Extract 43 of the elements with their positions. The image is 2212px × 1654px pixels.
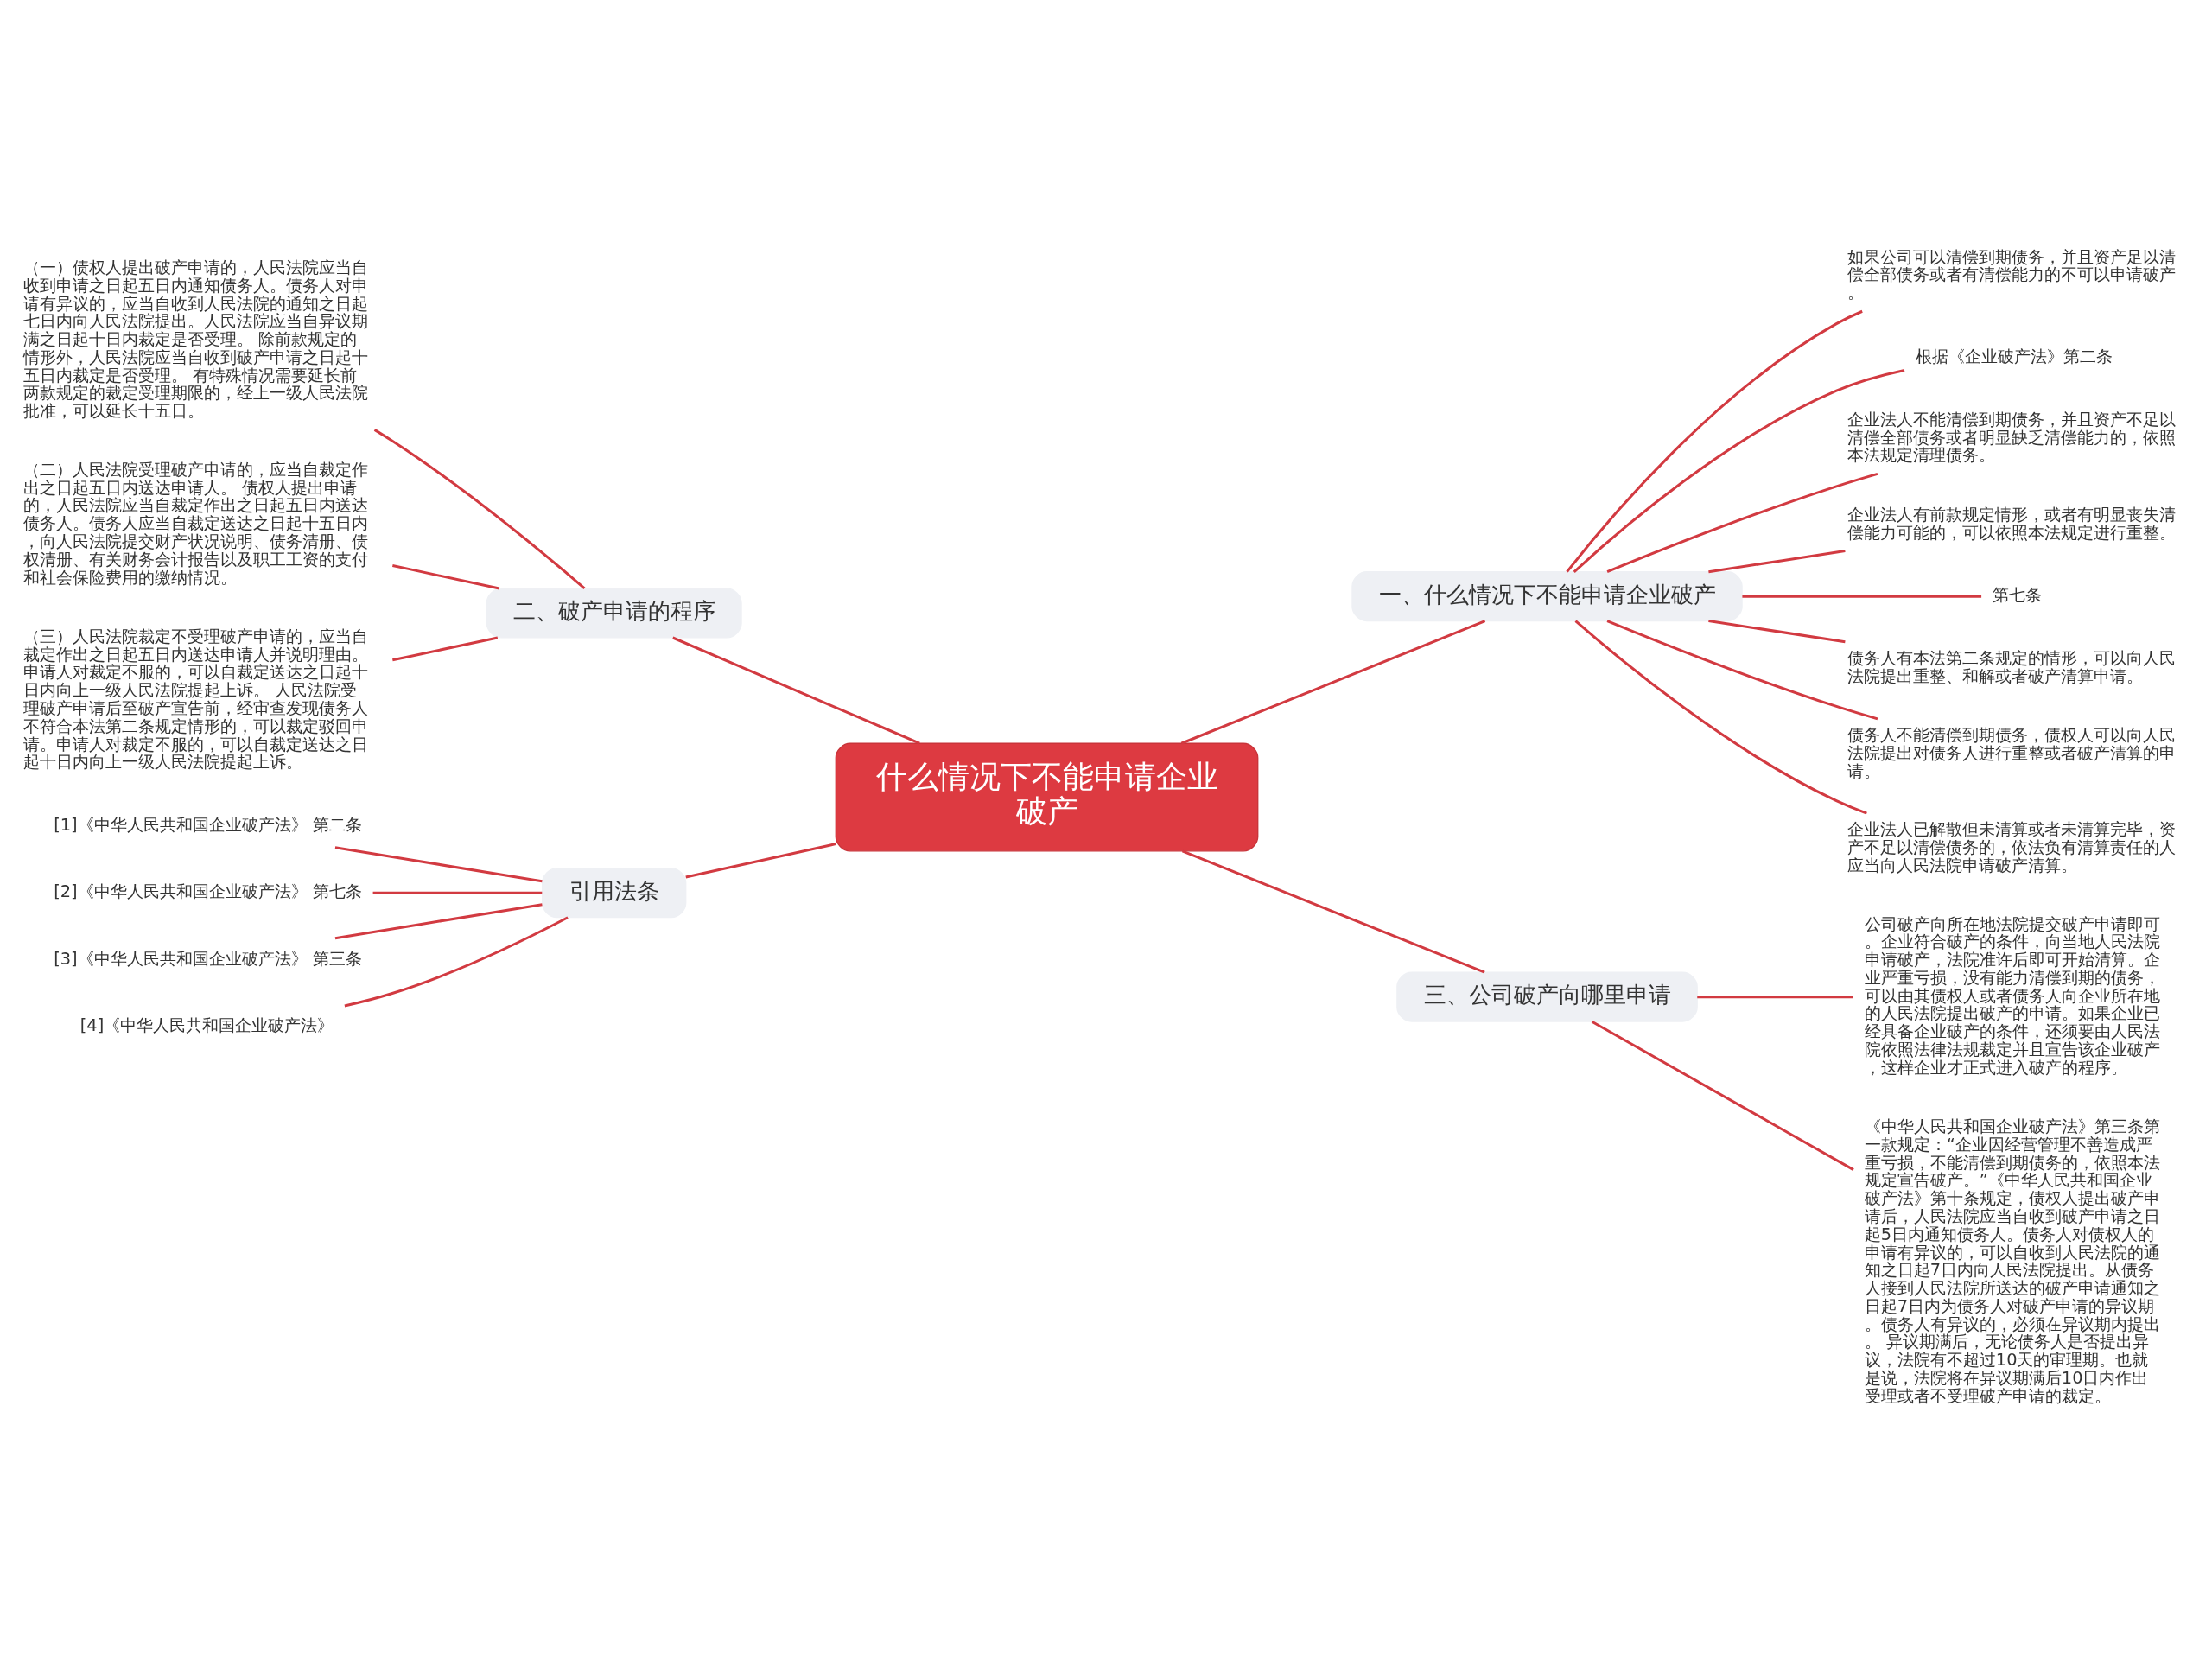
connector xyxy=(392,563,500,590)
node-box: 三、公司破产向哪里申请 xyxy=(1396,971,1698,1022)
node-text: 企业法人有前款规定情形，或者有明显丧失清偿能力可能的，可以依照本法规定进行重整。 xyxy=(1847,504,2176,543)
node-text: 第七条 xyxy=(1992,584,2042,605)
node-text: 《中华人民共和国企业破产法》第三条第一款规定：“企业因经营管理不善造成严重亏损，不能清偿到期债务的，依照本法规定宣告破产。”《中华人民共和国企业破产法》第十条规定，债权人提出破产申请后，人民法院应当自收到破产申请之日起5日内通知债务人。债务人对债权人的申请有异议的，可以自收到人民法院的通知之日起7日内向人民法院提出。从债务人接到人民法院所送达的破产申请通知之日起7日内为债务人对破产申请的异议期。债务人有异议的，必须在异议期内提出。 异议期满后，无论债务人是否提出异议，法院有不超过10天的审理期。也就是说，法院将在异议期满后10日内作出受理或者不受理破产申请的裁定。 xyxy=(1864,1116,2160,1406)
connector xyxy=(1573,368,1905,573)
node-box: 一、什么情况下不能申请企业破产 xyxy=(1351,570,1743,621)
node-box: 引用法条 xyxy=(541,867,687,918)
node-text: （三）人民法院裁定不受理破产申请的，应当自裁定作出之日起五日内送达申请人并说明理由。申请人对裁定不服的，可以自裁定送达之日起十日内向上一级人民法院提起上诉。 人民法院受理破产申请后至破产宣告前，经审查发现债务人不符合本法第二条规定情形的，可以裁定驳回申请。申请人对裁定不服的，可以自裁定送达之日起十日内向上一级人民法院提起上诉。 xyxy=(22,626,368,772)
node-text: 如果公司可以清偿到期债务，并且资产足以清偿全部债务或者有清偿能力的不可以申请破产。 xyxy=(1847,246,2176,302)
connector xyxy=(1180,619,1486,745)
connector xyxy=(1606,472,1878,573)
node-box: 二、破产申请的程序 xyxy=(486,587,742,639)
connector xyxy=(334,902,543,939)
connector xyxy=(392,635,499,661)
node-text: 公司破产向所在地法院提交破产申请即可。企业符合破产的条件，向当地人民法院申请破产，法院准许后即可开始清算。企业严重亏损，没有能力清偿到期的债务，可以由其债权人或者债务人向企业所在地的人民法院提出破产的申请。如果企业已经具备企业破产的条件，还须要由人民法院依照法律法规裁定并且宣告该企业破产，这样企业才正式进入破产的程序。 xyxy=(1864,913,2160,1078)
connector xyxy=(1566,309,1863,573)
connector xyxy=(1574,619,1867,815)
node-box: 什么情况下不能申请企业破产 xyxy=(835,742,1259,851)
node-text: [2]《中华人民共和国企业破产法》 第七条 xyxy=(54,881,362,901)
node-text: [1]《中华人民共和国企业破产法》 第二条 xyxy=(54,814,362,835)
node-text: 债务人不能清偿到期债务，债权人可以向人民法院提出对债务人进行重整或者破产清算的申请。 xyxy=(1847,724,2176,781)
connector xyxy=(685,842,836,879)
node-text: 企业法人不能清偿到期债务，并且资产不足以清偿全部债务或者明显缺乏清偿能力的，依照本法规定清理债务。 xyxy=(1847,409,2176,465)
node-text: 根据《企业破产法》第二条 xyxy=(1915,346,2113,366)
connector xyxy=(1697,995,1853,998)
node-text: 债务人有本法第二条规定的情形，可以向人民法院提出重整、和解或者破产清算申请。 xyxy=(1847,647,2176,686)
connector xyxy=(1591,1020,1854,1171)
node-text: （一）债权人提出破产申请的，人民法院应当自收到申请之日起五日内通知债务人。债务人对申请有异议的，应当自收到人民法院的通知之日起七日内向人民法院提出。人民法院应当自异议期满之日起十日内裁定是否受理。 除前款规定的情形外，人民法院应当自收到破产申请之日起十五日内裁定是否受理。 有特殊情况需要延长前两款规定的裁定受理期限的，经上一级人民法院批准，可以延长十五日。 xyxy=(22,257,368,421)
connector xyxy=(1708,549,1846,573)
connector xyxy=(372,891,543,894)
connector xyxy=(373,428,586,589)
connector xyxy=(1708,619,1846,643)
node-text: [3]《中华人民共和国企业破产法》 第三条 xyxy=(54,948,362,969)
connector xyxy=(1606,619,1878,720)
node-text: 企业法人已解散但未清算或者未清算完毕，资产不足以清偿债务的，依法负有清算责任的人应当向人民法院申请破产清算。 xyxy=(1847,818,2176,875)
connector xyxy=(1742,595,1982,598)
connector xyxy=(334,845,543,882)
node-text: [4]《中华人民共和国企业破产法》 xyxy=(79,1015,334,1035)
connector xyxy=(344,915,569,1007)
node-text: （二）人民法院受理破产申请的，应当自裁定作出之日起五日内送达申请人。 债权人提出申请的，人民法院应当自裁定作出之日起五日内送达债务人。债务人应当自裁定送达之日起十五日内，向人民法院提交财产状况说明、债务清册、债权清册、有关财务会计报告以及职工工资的支付和社会保险费用的缴纳情况。 xyxy=(22,459,368,587)
connector xyxy=(1181,849,1485,974)
connector xyxy=(672,636,920,745)
